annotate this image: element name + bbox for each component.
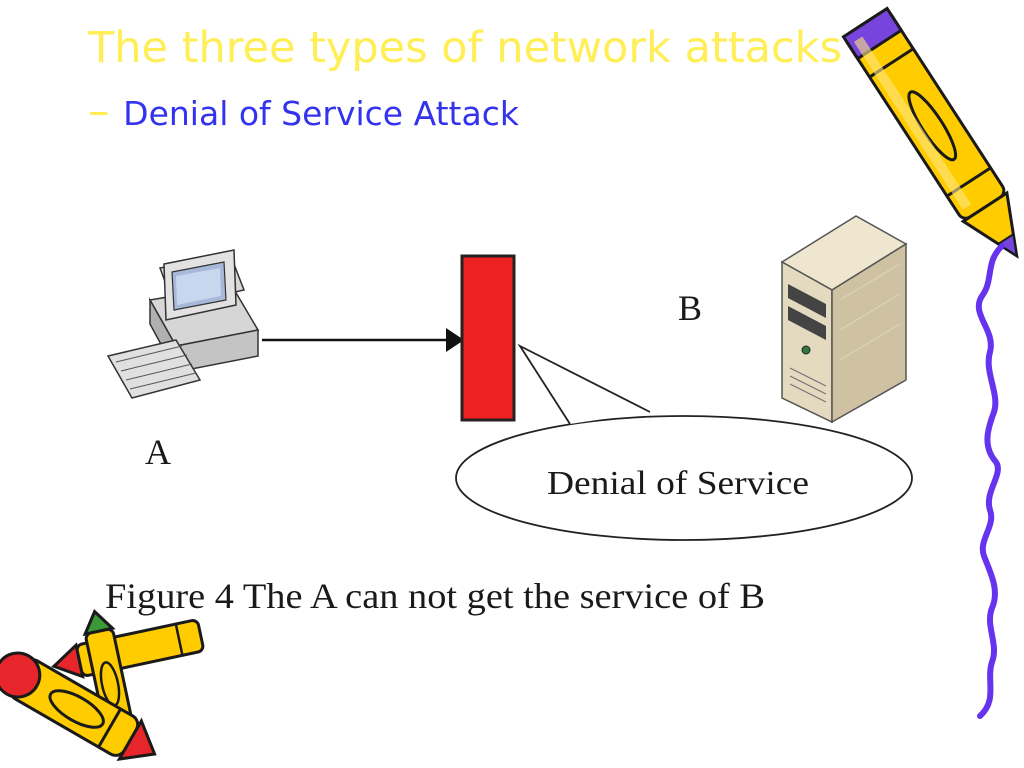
crayon-icon bbox=[841, 6, 1019, 259]
attack-arrow bbox=[262, 328, 464, 352]
server-icon bbox=[780, 215, 908, 424]
title-sub: Denial of Service Attack bbox=[123, 94, 519, 133]
callout-label: Denial of Service bbox=[547, 465, 809, 502]
squiggle-line bbox=[975, 243, 1005, 719]
callout-bubble bbox=[455, 343, 913, 541]
crayon-icon bbox=[0, 609, 205, 761]
slide-title: The three types of network attacks – Den… bbox=[88, 18, 848, 144]
node-b-label: B bbox=[678, 288, 702, 328]
node-a-label: A bbox=[145, 432, 171, 472]
figure-caption: Figure 4 The A can not get the service o… bbox=[105, 576, 765, 616]
title-main: The three types of network attacks – bbox=[88, 23, 842, 136]
computer-icon bbox=[106, 249, 260, 399]
dos-block bbox=[460, 254, 516, 422]
